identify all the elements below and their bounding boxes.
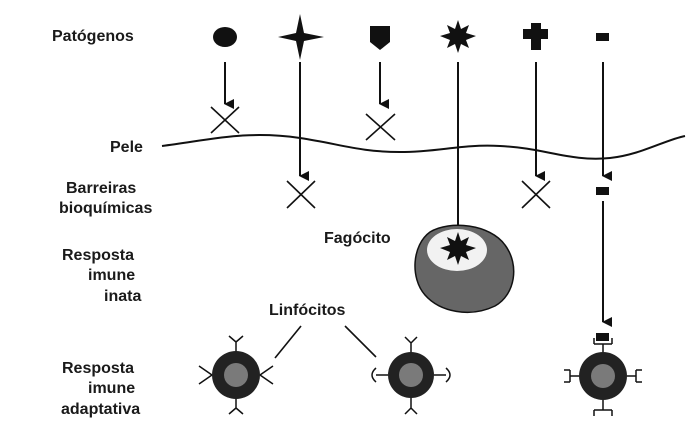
label-barreiras-2: bioquímicas (59, 200, 153, 217)
linfocitos-pointer-right (344, 325, 377, 358)
label-adapt-2: imune (88, 380, 136, 397)
lymphocyte-3 (564, 333, 642, 416)
block-x-2 (365, 113, 396, 141)
pathogen-star4-icon (278, 14, 324, 60)
pathogen-cross-icon (523, 23, 548, 50)
pathogen-rect-passing-icon (596, 187, 609, 195)
label-inata-2: imune (88, 267, 136, 284)
pathogen-star8-icon (440, 20, 476, 53)
label-barreiras-1: Barreiras (66, 180, 137, 197)
label-patogenos: Patógenos (52, 28, 134, 45)
pathogen-circle-icon (213, 27, 237, 47)
label-pele: Pele (110, 139, 143, 156)
pathogen-pentagon-icon (370, 26, 390, 50)
pathogen-rect-icon (596, 33, 609, 41)
linfocitos-pointer-left (274, 325, 302, 359)
lymphocyte-2 (371, 336, 451, 415)
label-inata-3: inata (104, 288, 142, 305)
label-linfocitos: Linfócitos (269, 302, 346, 319)
skin-line (161, 134, 686, 160)
bound-pathogen-rect-icon (596, 333, 609, 341)
block-x-4 (521, 180, 551, 209)
lymphocyte-1 (198, 335, 274, 415)
label-fagocito: Fagócito (324, 230, 391, 247)
label-adapt-3: adaptativa (61, 401, 141, 418)
label-inata-1: Resposta (62, 247, 135, 264)
label-adapt-1: Resposta (62, 360, 135, 377)
engulfed-star8-icon (440, 232, 476, 265)
block-x-3 (286, 180, 316, 209)
block-x-1 (210, 106, 240, 134)
